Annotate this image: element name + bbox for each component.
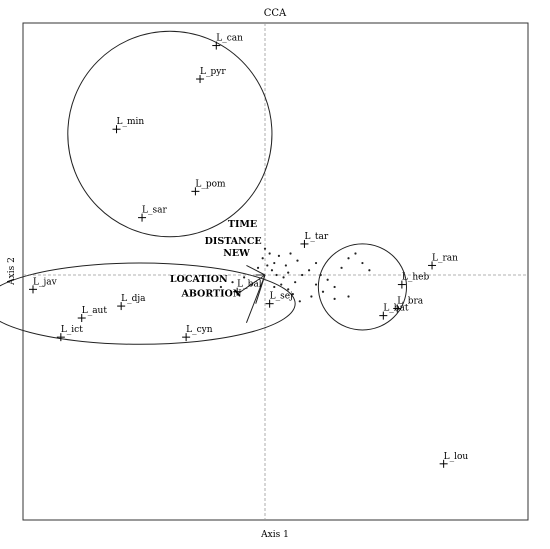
site-point bbox=[321, 290, 325, 293]
site-point bbox=[314, 261, 318, 265]
variable-label-time: TIME bbox=[228, 219, 257, 230]
site-point bbox=[326, 278, 329, 281]
y-axis-label: Axis 2 bbox=[7, 257, 17, 286]
species-point-l_bat: L_bat bbox=[379, 304, 409, 320]
site-point bbox=[319, 273, 322, 277]
site-point bbox=[287, 271, 290, 274]
site-point bbox=[277, 254, 281, 257]
species-point-l_jav: L_jav bbox=[29, 277, 58, 294]
site-point bbox=[354, 252, 357, 255]
species-label: L_pom bbox=[195, 179, 226, 189]
site-point bbox=[263, 247, 267, 250]
species-label: L_ict bbox=[61, 325, 83, 335]
site-point bbox=[291, 293, 294, 296]
species-label: L_ran bbox=[432, 253, 458, 263]
site-point bbox=[289, 252, 292, 255]
site-point bbox=[275, 273, 278, 277]
variable-label-location: LOCATION bbox=[170, 274, 228, 285]
group-ellipse-2 bbox=[317, 243, 408, 331]
species-point-l_sar: L_sar bbox=[138, 206, 168, 222]
site-point bbox=[333, 297, 336, 300]
site-points bbox=[219, 247, 371, 303]
vector-arrow-abortion bbox=[246, 264, 266, 276]
species-label: L_jav bbox=[33, 277, 58, 287]
site-point bbox=[219, 285, 223, 289]
species-point-l_ict: L_ict bbox=[56, 325, 83, 342]
variable-label-abortion: ABORTION bbox=[180, 289, 241, 300]
site-point bbox=[333, 285, 336, 289]
species-label: L_dja bbox=[121, 294, 146, 304]
site-point bbox=[310, 295, 313, 298]
species-point-l_pyr: L_pyr bbox=[196, 67, 226, 84]
site-point bbox=[314, 283, 318, 286]
site-point bbox=[273, 261, 276, 265]
site-point bbox=[307, 269, 311, 272]
species-label: L_sej bbox=[270, 292, 293, 302]
species-point-l_ran: L_ran bbox=[428, 253, 458, 270]
site-point bbox=[298, 300, 301, 303]
species-point-l_bal: L_bal bbox=[233, 280, 262, 296]
species-label: L_min bbox=[117, 117, 145, 127]
species-point-l_lou: L_lou bbox=[439, 452, 469, 468]
site-point bbox=[270, 269, 274, 272]
species-label: L_aut bbox=[82, 306, 108, 316]
species-label: L_heb bbox=[402, 273, 430, 283]
species-label: L_cyn bbox=[186, 325, 213, 335]
site-point bbox=[231, 281, 234, 284]
plot-frame bbox=[22, 22, 529, 521]
site-point bbox=[368, 269, 371, 272]
chart-title: CCA bbox=[264, 8, 287, 19]
site-point bbox=[256, 266, 260, 269]
species-label: L_bal bbox=[237, 280, 262, 290]
site-point bbox=[266, 264, 269, 267]
species-point-l_cyn: L_cyn bbox=[182, 325, 213, 342]
species-point-l_aut: L_aut bbox=[77, 306, 108, 323]
species-point-l_sej: L_sej bbox=[265, 292, 293, 308]
species-point-l_pom: L_pom bbox=[191, 179, 226, 196]
site-point bbox=[261, 257, 264, 260]
variable-vectors bbox=[236, 264, 266, 323]
species-point-l_tar: L_tar bbox=[300, 232, 329, 248]
site-point bbox=[273, 285, 276, 289]
vector-arrow-distance bbox=[255, 274, 266, 304]
species-point-l_dja: L_dja bbox=[117, 294, 146, 311]
site-point bbox=[284, 264, 287, 267]
site-point bbox=[301, 273, 304, 277]
species-point-l_heb: L_heb bbox=[397, 273, 430, 289]
species-point-l_min: L_min bbox=[112, 117, 145, 134]
site-point bbox=[347, 257, 350, 260]
species-label: L_pyr bbox=[200, 67, 226, 77]
group-ellipse-1 bbox=[0, 262, 296, 345]
site-point bbox=[282, 276, 285, 279]
species-point-l_can: L_can bbox=[212, 34, 243, 50]
species-label: L_tar bbox=[304, 232, 328, 242]
species-points: L_canL_pyrL_minL_pomL_sarL_tarL_ranL_heb… bbox=[29, 34, 468, 468]
site-point bbox=[347, 295, 350, 298]
species-label: L_sar bbox=[142, 206, 167, 216]
species-label: L_bat bbox=[383, 304, 409, 314]
site-point bbox=[249, 283, 253, 286]
site-point bbox=[296, 259, 299, 262]
site-point bbox=[287, 288, 290, 291]
variable-label-distance: DISTANCE bbox=[205, 236, 262, 247]
variable-label-new: NEW bbox=[223, 248, 250, 259]
group-ellipse-0 bbox=[67, 30, 273, 238]
species-point-l_bra: L_bra bbox=[393, 296, 424, 313]
site-point bbox=[280, 283, 283, 286]
species-label: L_can bbox=[216, 34, 243, 44]
site-point bbox=[340, 266, 343, 269]
species-label: L_bra bbox=[397, 296, 424, 306]
site-point bbox=[243, 276, 246, 279]
site-point bbox=[361, 261, 364, 265]
species-label: L_lou bbox=[444, 452, 469, 462]
group-ellipses bbox=[0, 30, 408, 345]
site-point bbox=[268, 252, 271, 255]
x-axis-label: Axis 1 bbox=[260, 530, 289, 540]
site-point bbox=[294, 281, 297, 284]
